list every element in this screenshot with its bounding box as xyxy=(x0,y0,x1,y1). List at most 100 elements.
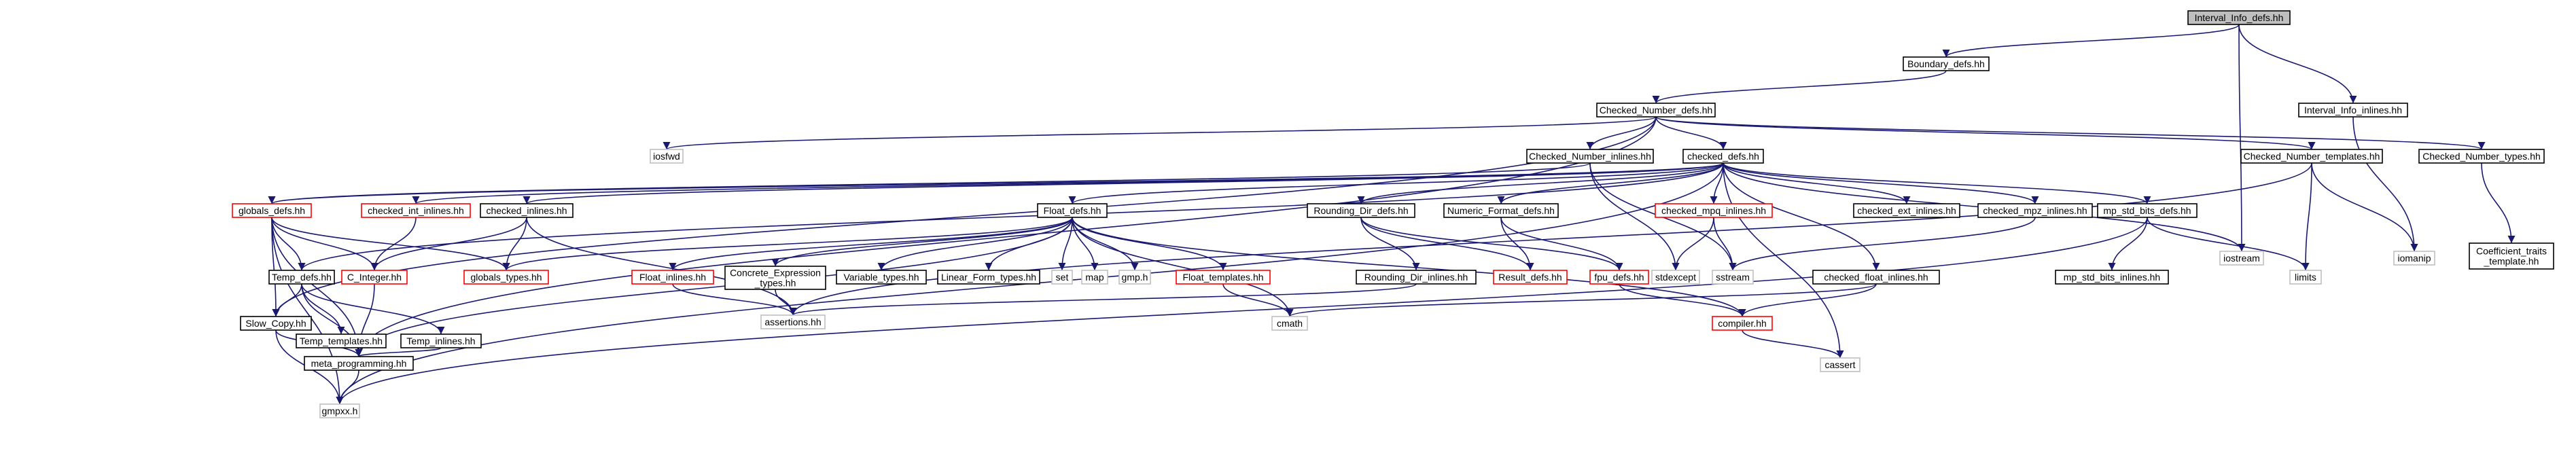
node-label: checked_int_inlines.hh xyxy=(368,205,464,216)
node-sstream[interactable]: sstream xyxy=(1712,270,1754,285)
node-coefficient-traits-template[interactable]: Coefficient_traits_template.hh xyxy=(2469,242,2554,270)
node-globals-defs[interactable]: globals_defs.hh xyxy=(232,203,312,218)
node-box xyxy=(304,356,414,371)
node-checked-mpz-inlines[interactable]: checked_mpz_inlines.hh xyxy=(1977,203,2093,218)
node-box xyxy=(1712,270,1754,285)
edge-float-defs-to-compiler xyxy=(1072,217,1746,317)
node-interval-info-defs[interactable]: Interval_Info_defs.hh xyxy=(2187,10,2291,25)
node-label: gmpxx.h xyxy=(322,405,358,416)
node-box xyxy=(232,203,312,218)
node-box xyxy=(2469,242,2554,270)
node-temp-templates[interactable]: Temp_templates.hh xyxy=(296,333,387,348)
node-label: Checked_Number_inlines.hh xyxy=(1529,151,1651,162)
node-rounding-dir-inlines[interactable]: Rounding_Dir_inlines.hh xyxy=(1356,270,1477,285)
node-label: globals_defs.hh xyxy=(239,205,305,216)
node-cmath[interactable]: cmath xyxy=(1271,316,1308,331)
node-float-defs[interactable]: Float_defs.hh xyxy=(1037,203,1108,218)
node-iosfwd[interactable]: iosfwd xyxy=(650,149,684,164)
node-gmp-h[interactable]: gmp.h xyxy=(1118,270,1151,285)
node-temp-defs[interactable]: Temp_defs.hh xyxy=(268,270,335,285)
node-numeric-format-defs[interactable]: Numeric_Format_defs.hh xyxy=(1443,203,1559,218)
node-label: iostream xyxy=(2223,253,2260,264)
node-checked-float-inlines[interactable]: checked_float_inlines.hh xyxy=(1812,270,1940,285)
node-checked-number-templates[interactable]: Checked_Number_templates.hh xyxy=(2240,149,2383,164)
edge-checked-number-defs-to-checked-number-inlines xyxy=(1586,116,1657,150)
node-float-inlines[interactable]: Float_inlines.hh xyxy=(631,270,714,285)
node-variable-types[interactable]: Variable_types.hh xyxy=(836,270,927,285)
edge-numeric-format-defs-to-fpu-defs xyxy=(1500,217,1623,271)
edge-checked-defs-to-globals-defs xyxy=(268,162,1724,204)
node-checked-ext-inlines[interactable]: checked_ext_inlines.hh xyxy=(1853,203,1960,218)
node-box xyxy=(1176,270,1271,285)
node-checked-number-inlines[interactable]: Checked_Number_inlines.hh xyxy=(1526,149,1654,164)
edge-globals-defs-to-gmpxx-h xyxy=(271,217,344,405)
node-set[interactable]: set xyxy=(1051,270,1073,285)
node-float-templates[interactable]: Float_templates.hh xyxy=(1176,270,1271,285)
node-box xyxy=(296,333,387,348)
node-c-integer[interactable]: C_Integer.hh xyxy=(341,270,408,285)
node-temp-inlines[interactable]: Temp_inlines.hh xyxy=(400,333,482,348)
node-checked-mpq-inlines[interactable]: checked_mpq_inlines.hh xyxy=(1655,203,1773,218)
edge-checked-number-defs-to-checked-defs xyxy=(1655,116,1727,150)
edge-rounding-dir-defs-to-fpu-defs xyxy=(1360,217,1623,271)
node-label: Boundary_defs.hh xyxy=(1907,58,1985,69)
node-globals-types[interactable]: globals_types.hh xyxy=(463,270,549,285)
node-mp-std-bits-inlines[interactable]: mp_std_bits_inlines.hh xyxy=(2055,270,2169,285)
node-label: Float_defs.hh xyxy=(1044,205,1101,216)
node-concrete-expression-types[interactable]: Concrete_Expression_types.hh xyxy=(724,266,826,290)
node-map[interactable]: map xyxy=(1081,270,1108,285)
node-label: assertions.hh xyxy=(764,317,821,327)
edge-checked-mpq-inlines-to-sstream xyxy=(1713,217,1737,271)
node-label: cassert xyxy=(1824,359,1855,370)
edge-float-defs-to-float-inlines xyxy=(669,217,1073,271)
node-cassert[interactable]: cassert xyxy=(1820,357,1860,372)
edge-float-defs-to-set xyxy=(1058,217,1073,271)
node-checked-number-types[interactable]: Checked_Number_types.hh xyxy=(2418,149,2545,164)
node-mp-std-bits-defs[interactable]: mp_std_bits_defs.hh xyxy=(2097,203,2198,218)
node-checked-defs[interactable]: checked_defs.hh xyxy=(1682,149,1764,164)
node-box xyxy=(400,333,482,348)
edge-checked-number-templates-to-assertions xyxy=(789,162,2312,316)
node-label: checked_mpq_inlines.hh xyxy=(1661,205,1766,216)
node-result-defs[interactable]: Result_defs.hh xyxy=(1493,270,1568,285)
node-meta-programming[interactable]: meta_programming.hh xyxy=(304,356,414,371)
node-box xyxy=(463,270,549,285)
edge-fpu-defs-to-compiler xyxy=(1619,283,1746,317)
edge-checked-defs-to-checked-float-inlines xyxy=(1723,162,1880,271)
edge-mp-std-bits-defs-to-gmpxx-h xyxy=(336,217,2148,405)
edge-checked-defs-to-checked-inlines xyxy=(523,162,1724,204)
node-assertions[interactable]: assertions.hh xyxy=(760,314,826,329)
node-slow-copy[interactable]: Slow_Copy.hh xyxy=(240,316,312,331)
node-box xyxy=(1356,270,1477,285)
node-label: Temp_defs.hh xyxy=(272,272,332,283)
node-fpu-defs[interactable]: fpu_defs.hh xyxy=(1589,270,1649,285)
edge-interval-info-defs-to-iostream xyxy=(2238,24,2246,252)
edge-rounding-dir-inlines-to-assertions xyxy=(789,283,1417,316)
node-checked-inlines[interactable]: checked_inlines.hh xyxy=(480,203,574,218)
node-label: Numeric_Format_defs.hh xyxy=(1447,205,1555,216)
node-limits[interactable]: limits xyxy=(2289,270,2322,285)
node-box xyxy=(836,270,927,285)
node-box xyxy=(1493,270,1568,285)
node-box xyxy=(480,203,574,218)
node-label: compiler.hh xyxy=(1718,318,1767,329)
node-boundary-defs[interactable]: Boundary_defs.hh xyxy=(1903,56,1990,71)
node-stdexcept[interactable]: stdexcept xyxy=(1651,270,1700,285)
node-checked-int-inlines[interactable]: checked_int_inlines.hh xyxy=(361,203,471,218)
node-checked-number-defs[interactable]: Checked_Number_defs.hh xyxy=(1596,103,1716,118)
node-box xyxy=(2219,251,2264,266)
node-box xyxy=(1712,316,1773,331)
node-rounding-dir-defs[interactable]: Rounding_Dir_defs.hh xyxy=(1307,203,1415,218)
node-iostream[interactable]: iostream xyxy=(2219,251,2264,266)
node-interval-info-inlines[interactable]: Interval_Info_inlines.hh xyxy=(2298,103,2408,118)
node-label: mp_std_bits_defs.hh xyxy=(2103,205,2191,216)
node-iomanip[interactable]: iomanip xyxy=(2393,251,2435,266)
node-box xyxy=(937,270,1040,285)
node-box xyxy=(1596,103,1716,118)
edge-checked-defs-to-rounding-dir-defs xyxy=(1357,162,1724,204)
node-compiler[interactable]: compiler.hh xyxy=(1712,316,1773,331)
edge-float-inlines-to-assertions xyxy=(672,283,797,316)
node-gmpxx-h[interactable]: gmpxx.h xyxy=(319,403,360,418)
node-linear-form-types[interactable]: Linear_Form_types.hh xyxy=(937,270,1040,285)
node-label: Slow_Copy.hh xyxy=(245,318,306,329)
